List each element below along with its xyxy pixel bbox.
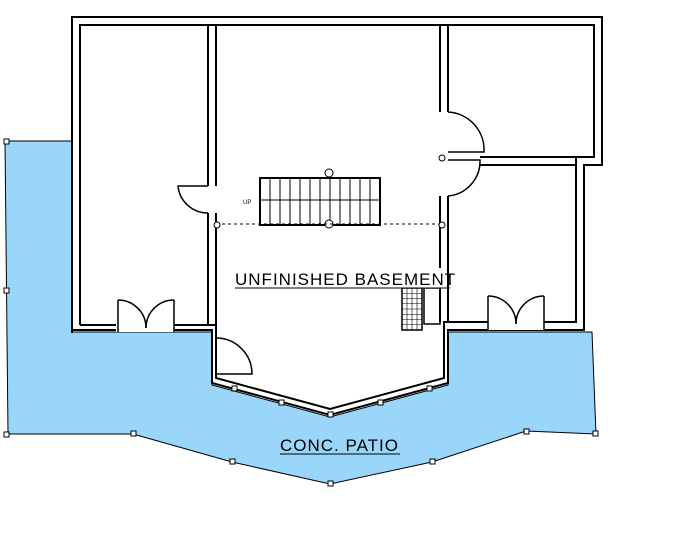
stair-up-label: UP bbox=[243, 200, 251, 206]
post-left bbox=[213, 221, 221, 229]
basement-label: UNFINISHED BASEMENT bbox=[235, 270, 456, 289]
double-door-right bbox=[487, 295, 545, 330]
patio-post-markers bbox=[3, 138, 599, 487]
patio-label: CONC. PATIO bbox=[280, 436, 399, 455]
door-left-room bbox=[177, 185, 209, 214]
door-upper-right bbox=[447, 111, 485, 153]
doors bbox=[116, 111, 545, 375]
bay-window-markers bbox=[231, 385, 433, 418]
interior-walls bbox=[207, 25, 594, 325]
stair-post-top bbox=[324, 168, 334, 178]
post-right bbox=[438, 221, 446, 229]
double-door-left bbox=[116, 299, 175, 332]
door-lower-right bbox=[447, 159, 481, 197]
post-right-upper bbox=[438, 154, 446, 162]
fireplace bbox=[401, 287, 441, 331]
concrete-patio bbox=[3, 138, 599, 487]
staircase: UP bbox=[243, 168, 381, 229]
room-labels: UNFINISHED BASEMENT CONC. PATIO bbox=[235, 268, 456, 455]
door-basement-entry bbox=[215, 337, 253, 375]
